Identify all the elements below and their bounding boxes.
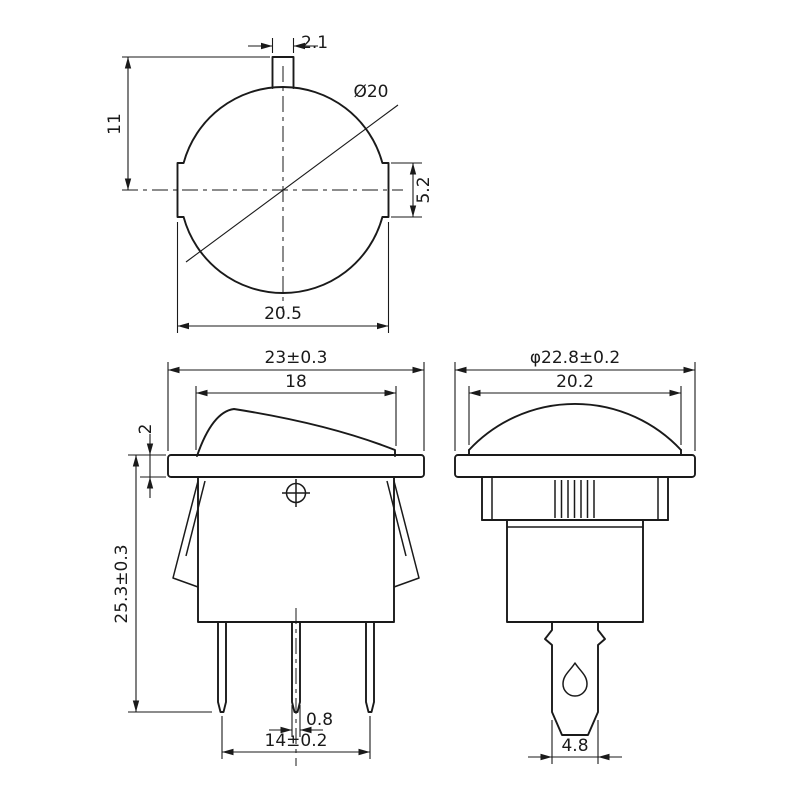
- rocker-profile: [196, 408, 396, 457]
- dim-overall-width: 20.5: [176, 222, 390, 333]
- dim-flange-width: 23±0.3: [167, 348, 425, 451]
- dim-pin-thickness: 0.8: [269, 705, 333, 737]
- snap-fin-right-inner: [386, 480, 407, 557]
- snap-fin-right: [393, 480, 420, 588]
- dim-flange-thickness: 2: [128, 424, 166, 498]
- snap-fin-left: [172, 480, 199, 588]
- terminal-hole: [562, 662, 588, 697]
- dim-label-overall-width: 20.5: [264, 304, 302, 324]
- rocker-dome: [468, 402, 682, 451]
- front-view: 23±0.3 18 2 25.3±0.3: [112, 348, 425, 766]
- dim-label-flange-width: 23±0.3: [265, 348, 328, 368]
- dim-label-terminal-width: 4.8: [561, 736, 588, 756]
- dim-label-key-height: 5.2: [414, 176, 434, 203]
- dim-label-rocker-width: 18: [285, 372, 307, 392]
- dim-label-flange-diameter: φ22.8±0.2: [530, 348, 620, 368]
- dim-tab-width: 2.1: [248, 33, 328, 53]
- key-tab-outline: [271, 56, 295, 89]
- dim-mount-depth: 25.3±0.3: [112, 455, 212, 713]
- dim-label-flange-thickness: 2: [136, 424, 156, 435]
- body-lower: [506, 519, 644, 623]
- pin-left: [217, 621, 227, 713]
- terminal-blade: [544, 621, 606, 736]
- dim-label-diameter: Ø20: [353, 82, 388, 102]
- dim-label-dome-width: 20.2: [556, 372, 594, 392]
- diameter-leader-line: [185, 104, 399, 263]
- dim-label-offset-height: 11: [105, 113, 125, 135]
- dim-dome-width: 20.2: [468, 372, 682, 445]
- dim-flange-diameter: φ22.8±0.2: [454, 348, 696, 451]
- snap-fin-left-inner: [185, 480, 206, 557]
- dim-label-mount-depth: 25.3±0.3: [112, 544, 132, 623]
- dim-terminal-width: 4.8: [528, 720, 622, 764]
- dim-label-tab-width: 2.1: [301, 33, 328, 53]
- dim-pin-spacing: 14±0.2: [221, 716, 371, 759]
- side-view: φ22.8±0.2 20.2 4.8: [454, 348, 696, 764]
- pin-right: [365, 621, 375, 713]
- flange-front: [167, 454, 425, 478]
- bezel-outline: [176, 86, 390, 294]
- dim-label-pin-spacing: 14±0.2: [265, 731, 328, 751]
- top-view: Ø20 2.1 11 5.2 20.5: [105, 33, 434, 333]
- dim-key-height: 5.2: [391, 162, 434, 218]
- dim-rocker-width: 18: [195, 372, 397, 450]
- dim-offset-height: 11: [105, 56, 270, 190]
- spring-ribs: [554, 480, 595, 518]
- dim-label-pin-thickness: 0.8: [306, 710, 333, 730]
- flange-side: [454, 454, 696, 478]
